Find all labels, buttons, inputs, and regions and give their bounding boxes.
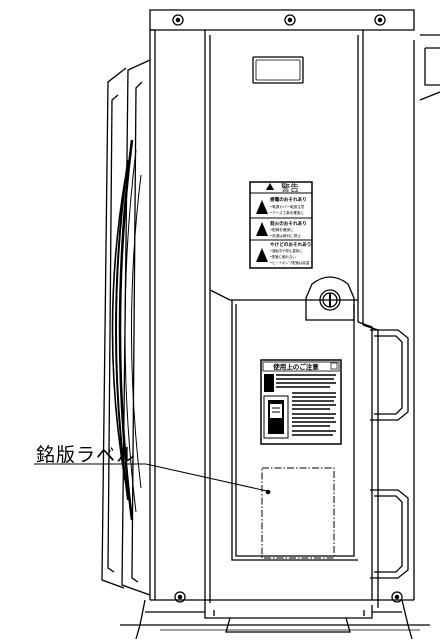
top-screws xyxy=(172,14,386,26)
caution-illustration-icon xyxy=(263,395,289,439)
valve-covers xyxy=(370,329,409,579)
warning-section-line: •運転中や停止直後に xyxy=(270,248,303,253)
nameplate-callout-label: 銘版ラベル xyxy=(36,444,137,466)
warning-section-line: •配管に触れない xyxy=(270,254,296,259)
usage-label-fine-print xyxy=(276,374,336,436)
usage-caution-label: 使用上のご注意 xyxy=(260,359,342,445)
warning-section-line: •アース工事を確実に xyxy=(270,210,304,215)
base-feet xyxy=(120,599,430,640)
callout-leader xyxy=(34,463,271,495)
warning-section-heading: 感電のおそれあり xyxy=(270,196,307,203)
warning-section-line: •改造は絶対に禁止 xyxy=(270,233,301,238)
valve-bracket xyxy=(305,276,355,321)
warning-triangle-icon xyxy=(266,183,274,190)
right-side-fragments xyxy=(413,34,440,600)
warning-section-line: •配線を確実に xyxy=(270,227,294,232)
bottom-screws xyxy=(174,591,403,603)
warning-section-heading: 発火のおそれあり xyxy=(269,220,307,227)
fan-guard-side xyxy=(101,59,151,596)
hazard-triangle-icon xyxy=(256,248,268,262)
warning-section-line: •電源カバー取扱注意 xyxy=(270,204,305,209)
cabinet-body xyxy=(149,9,415,608)
warning-section-line: •ヒートポンプ配管は高温 xyxy=(270,260,310,265)
hazard-triangle-icon xyxy=(256,222,268,236)
warning-label: 警告 感電のおそれあり •電源カバー取扱注意 •アース工事を確実に 発火のおそれ… xyxy=(249,181,313,269)
caution-person-icon xyxy=(264,374,274,392)
usage-label-title: 使用上のご注意 xyxy=(272,362,319,371)
warning-section-heading: やけどのおそれあり xyxy=(270,241,311,248)
hazard-triangle-icon xyxy=(256,200,268,214)
nameplate-position xyxy=(261,467,335,559)
warning-label-title: 警告 xyxy=(281,182,299,194)
